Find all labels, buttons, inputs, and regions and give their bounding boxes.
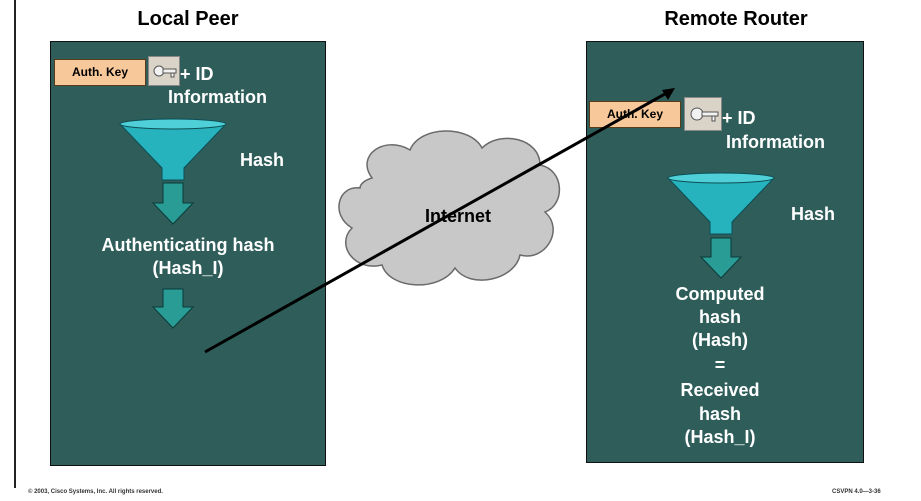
local-id-line1: + ID (180, 64, 214, 84)
remote-result-line-6: hash (698, 404, 741, 424)
footer-course-id: CSVPN 4.0—3-36 (832, 489, 881, 495)
local-peer-title: Local Peer (137, 8, 239, 30)
remote-id-line1: + ID (722, 108, 756, 128)
local-auth-hash-line1: Authenticating hash (101, 235, 275, 255)
remote-auth-key-box: Auth. Key (589, 101, 681, 128)
internet-label: Internet (424, 206, 491, 226)
remote-result-line-3: (Hash) (691, 330, 748, 350)
local-down-arrow-2 (151, 288, 195, 329)
local-auth-hash-line2: (Hash_I) (152, 258, 224, 278)
remote-funnel-icon (666, 172, 776, 235)
remote-down-arrow (699, 237, 743, 279)
remote-hash-label: Hash (790, 204, 835, 224)
key-icon (153, 65, 177, 78)
remote-result-line-1: Computed (675, 284, 765, 304)
local-down-arrow-1 (151, 182, 195, 225)
remote-result-line-4: = (714, 355, 726, 375)
local-id-line2: Information (168, 87, 267, 107)
remote-router-title: Remote Router (664, 8, 808, 30)
footer-copyright: © 2003, Cisco Systems, Inc. All rights r… (28, 489, 163, 495)
remote-result-line-2: hash (698, 307, 741, 327)
remote-id-line2: Information (726, 132, 825, 152)
slide-frame-line (14, 0, 16, 488)
local-hash-label: Hash (239, 150, 284, 170)
local-auth-key-box: Auth. Key (54, 59, 146, 86)
transmission-arrowhead (662, 88, 675, 100)
remote-result-line-5: Received (680, 380, 760, 400)
remote-key-image (684, 97, 722, 131)
local-peer-panel (50, 41, 326, 466)
transmission-line (204, 88, 673, 354)
local-funnel-icon (118, 118, 228, 181)
remote-result-line-7: (Hash_I) (684, 427, 756, 447)
local-key-image (148, 56, 180, 86)
key-icon (690, 107, 719, 122)
